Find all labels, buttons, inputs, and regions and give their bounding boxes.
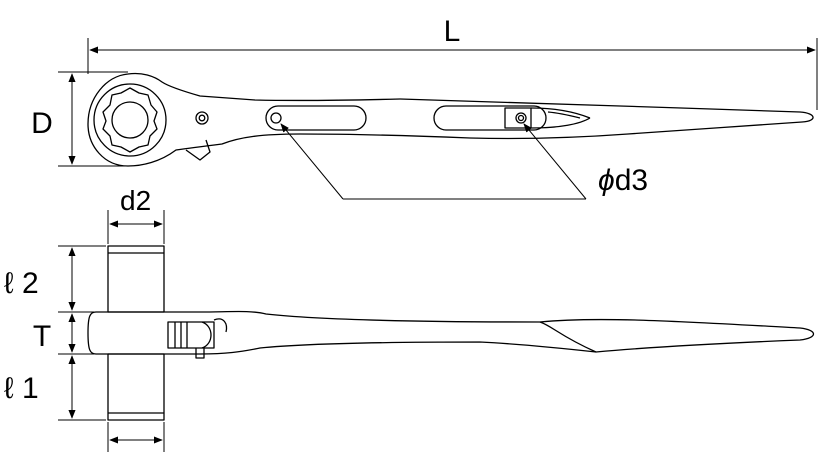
dim-D: [58, 71, 128, 167]
label-d2: d2: [120, 185, 151, 216]
leader-d3: [280, 123, 587, 200]
pawl-assembly: [167, 321, 215, 349]
dim-l1: [58, 355, 106, 421]
hole-2: [515, 112, 527, 124]
slot-2: [433, 105, 547, 131]
diameter-symbol: ϕ: [598, 164, 615, 197]
wrench-outline-top: [87, 72, 814, 167]
hole-diameter-text: d3: [615, 164, 648, 197]
hole-1: [270, 112, 282, 124]
d2-text: d2: [120, 185, 151, 216]
label-T: T: [33, 320, 51, 353]
slot-1: [265, 105, 367, 131]
slider-block: [504, 107, 532, 129]
side-view: [87, 245, 815, 421]
dim-T: [58, 313, 94, 355]
top-view: [87, 72, 814, 167]
dim-d2-bottom: [107, 422, 165, 452]
spring-lines: [530, 107, 591, 129]
socket-bore: [111, 101, 149, 139]
label-L: L: [444, 15, 461, 48]
pawl-lever: [185, 139, 211, 161]
socket-lower: [107, 353, 165, 421]
label-d3: ϕd3: [598, 164, 648, 197]
socket-upper: [107, 245, 165, 313]
dim-l2: [58, 245, 106, 313]
socket-12-point: [102, 87, 158, 153]
dim-d2: [107, 210, 165, 244]
dim-L: [87, 38, 818, 110]
wrench-outline-side: [87, 310, 815, 355]
label-l1: ℓ 1: [4, 372, 39, 405]
label-l2: ℓ 2: [4, 267, 39, 300]
pivot-screw: [195, 111, 209, 125]
label-D: D: [31, 107, 53, 140]
ratchet-ring: [93, 83, 167, 157]
